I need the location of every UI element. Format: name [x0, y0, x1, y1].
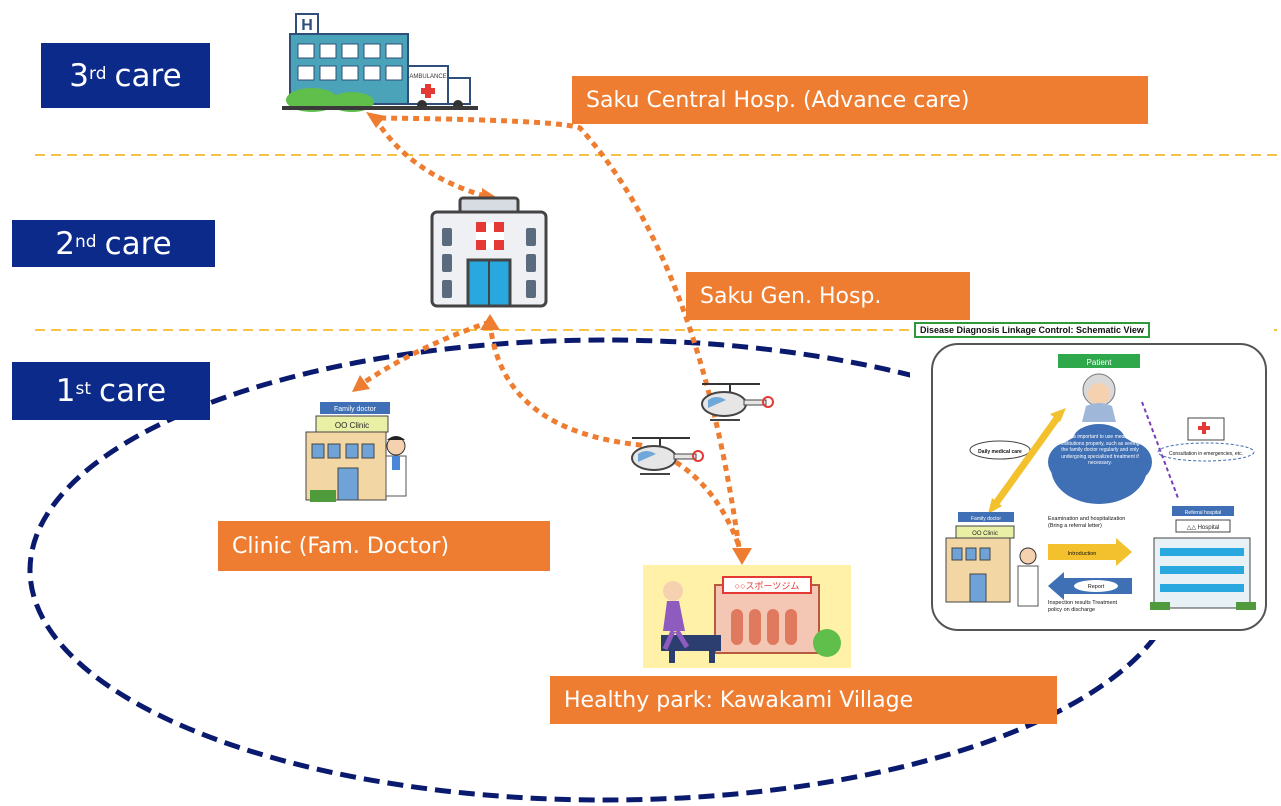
label-saku-general-hospital: Saku Gen. Hosp. [686, 272, 970, 320]
clinic-sign-text: OO Clinic [335, 421, 369, 430]
schematic-introduction: Introduction [1068, 551, 1097, 557]
arrow-general-to-park [487, 321, 745, 556]
arrow-general-to-clinic [358, 319, 491, 388]
arrowhead-park [732, 548, 752, 565]
schematic-inspection-text: Inspection results Treatment policy on d… [1048, 600, 1118, 613]
svg-text:AMBULANCE: AMBULANCE [409, 74, 446, 80]
central-hospital-illustration: H AMBULANCE [282, 13, 478, 112]
schematic-diagram: Patient It is important to use medical i… [931, 343, 1267, 631]
arrowhead-clinic [352, 375, 370, 392]
clinic-header-text: Family doctor [334, 406, 377, 413]
level-label: care [114, 57, 182, 94]
schematic-cloud-text: It is important to use medical instituti… [1060, 434, 1140, 466]
schematic-referral-hospital: Referral hospital [1185, 510, 1221, 516]
schematic-report: Report [1088, 584, 1105, 590]
level-num: 3 [69, 57, 90, 94]
arrowhead-central [366, 112, 386, 128]
level-sup: rd [89, 63, 107, 84]
level-num: 2 [55, 225, 75, 262]
schematic-family-doctor: Family doctor [971, 516, 1001, 522]
schematic-hospital-sign: △△ Hospital [1187, 525, 1220, 531]
arrowhead-general-bottom [480, 314, 500, 330]
gym-sign-text: ○○スポーツジム [735, 581, 800, 591]
schematic-panel: Disease Diagnosis Linkage Control: Schem… [910, 322, 1274, 640]
level-sup: nd [74, 231, 97, 252]
schematic-clinic-sign: OO Clinic [972, 531, 998, 537]
schematic-daily-care: Daily medical care [978, 449, 1022, 455]
arrow-central-to-park [379, 115, 743, 556]
label-saku-central-hospital: Saku Central Hosp. (Advance care) [572, 76, 1148, 124]
healthy-park-illustration: ○○スポーツジム [643, 565, 851, 668]
level-label: care [104, 225, 172, 262]
helicopter-2-icon [631, 437, 704, 475]
level-num: 1 [55, 373, 76, 409]
general-hospital-illustration [430, 196, 548, 308]
referral-arrows [358, 115, 745, 556]
svg-text:H: H [301, 17, 313, 34]
level-sup: st [75, 379, 92, 399]
level-label: care [99, 373, 167, 409]
schematic-exam-text: Examination and hospitalization (Bring a… [1048, 516, 1126, 529]
schematic-title: Disease Diagnosis Linkage Control: Schem… [914, 322, 1150, 338]
clinic-illustration: Family doctor OO Clinic [305, 402, 407, 502]
arrow-central-to-general [372, 116, 489, 200]
schematic-patient-label: Patient [1087, 358, 1113, 367]
label-healthy-park: Healthy park: Kawakami Village [550, 676, 1057, 724]
label-clinic: Clinic (Fam. Doctor) [218, 521, 550, 571]
helicopter-1-icon [701, 383, 774, 421]
schematic-consultation: Consultation in emergencies, etc. [1169, 451, 1243, 457]
